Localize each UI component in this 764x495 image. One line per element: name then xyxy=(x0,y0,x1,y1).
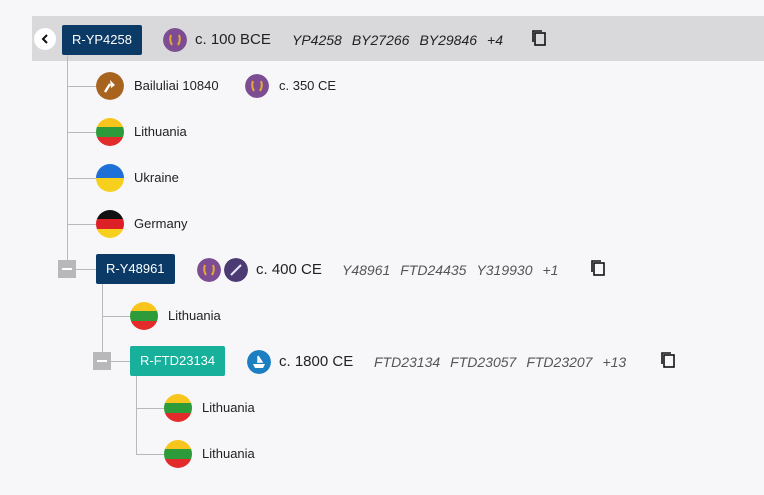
age-estimate: c. 1800 CE xyxy=(279,353,354,370)
trowel-icon xyxy=(96,72,124,100)
ship-icon xyxy=(247,350,271,374)
laurel-wreath-icon xyxy=(163,28,187,52)
copy-button[interactable] xyxy=(659,351,677,374)
tree-line xyxy=(102,316,132,317)
tree-line xyxy=(136,408,166,409)
lithuania-flag-icon xyxy=(164,440,192,468)
haplogroup-tag-branch[interactable]: R-FTD23134 xyxy=(130,346,226,376)
minus-icon xyxy=(97,360,107,362)
tree-line xyxy=(67,224,97,225)
germany-flag-icon xyxy=(96,210,124,238)
haplogroup-tag-branch[interactable]: R-Y48961 xyxy=(96,254,175,284)
chevron-left-icon xyxy=(41,34,48,44)
tree-line xyxy=(67,178,97,179)
sample-age: c. 350 CE xyxy=(279,78,337,93)
snp-more: +4 xyxy=(487,32,504,48)
copy-icon xyxy=(591,260,605,276)
tree-line xyxy=(136,376,137,454)
lithuania-flag-icon xyxy=(164,394,192,422)
country-label: Lithuania xyxy=(202,400,255,415)
snp-more: +1 xyxy=(542,262,559,278)
snp-more: +13 xyxy=(602,354,627,370)
tree-line xyxy=(67,132,97,133)
haplogroup-tag-root[interactable]: R-YP4258 xyxy=(62,25,142,55)
tree-line xyxy=(102,361,132,362)
lithuania-flag-icon xyxy=(96,118,124,146)
laurel-wreath-icon xyxy=(245,74,269,98)
snp-item: Y48961 xyxy=(342,262,391,278)
sample-label: Bailuliai 10840 xyxy=(134,78,219,93)
laurel-wreath-icon xyxy=(197,258,221,282)
lithuania-flag-icon xyxy=(130,302,158,330)
country-label: Lithuania xyxy=(134,124,187,139)
tree-line xyxy=(67,86,97,87)
back-button[interactable] xyxy=(34,28,56,50)
snp-item: BY29846 xyxy=(419,32,478,48)
ukraine-flag-icon xyxy=(96,164,124,192)
country-label: Ukraine xyxy=(134,170,179,185)
snp-item: FTD23207 xyxy=(526,354,593,370)
sword-icon xyxy=(224,258,248,282)
snp-item: FTD23057 xyxy=(450,354,517,370)
snp-item: YP4258 xyxy=(292,32,342,48)
snp-list: FTD23134 FTD23057 FTD23207 +13 xyxy=(374,352,636,372)
country-label: Lithuania xyxy=(202,446,255,461)
tree-line xyxy=(67,55,68,270)
age-estimate: c. 100 BCE xyxy=(195,31,271,48)
collapse-button[interactable] xyxy=(93,352,111,370)
tree-line xyxy=(102,284,103,362)
snp-item: FTD24435 xyxy=(400,262,467,278)
tree-line xyxy=(67,269,97,270)
tree-line xyxy=(136,454,166,455)
root-row xyxy=(32,16,764,61)
minus-icon xyxy=(62,268,72,270)
snp-item: FTD23134 xyxy=(374,354,441,370)
snp-item: Y319930 xyxy=(476,262,533,278)
copy-button[interactable] xyxy=(530,29,548,52)
snp-list: Y48961 FTD24435 Y319930 +1 xyxy=(342,260,568,280)
copy-button[interactable] xyxy=(589,259,607,282)
snp-list: YP4258 BY27266 BY29846 +4 xyxy=(292,30,513,50)
country-label: Germany xyxy=(134,216,188,231)
collapse-button[interactable] xyxy=(58,260,76,278)
copy-icon xyxy=(661,352,675,368)
country-label: Lithuania xyxy=(168,308,221,323)
age-estimate: c. 400 CE xyxy=(256,261,322,278)
snp-item: BY27266 xyxy=(351,32,410,48)
copy-icon xyxy=(532,30,546,46)
